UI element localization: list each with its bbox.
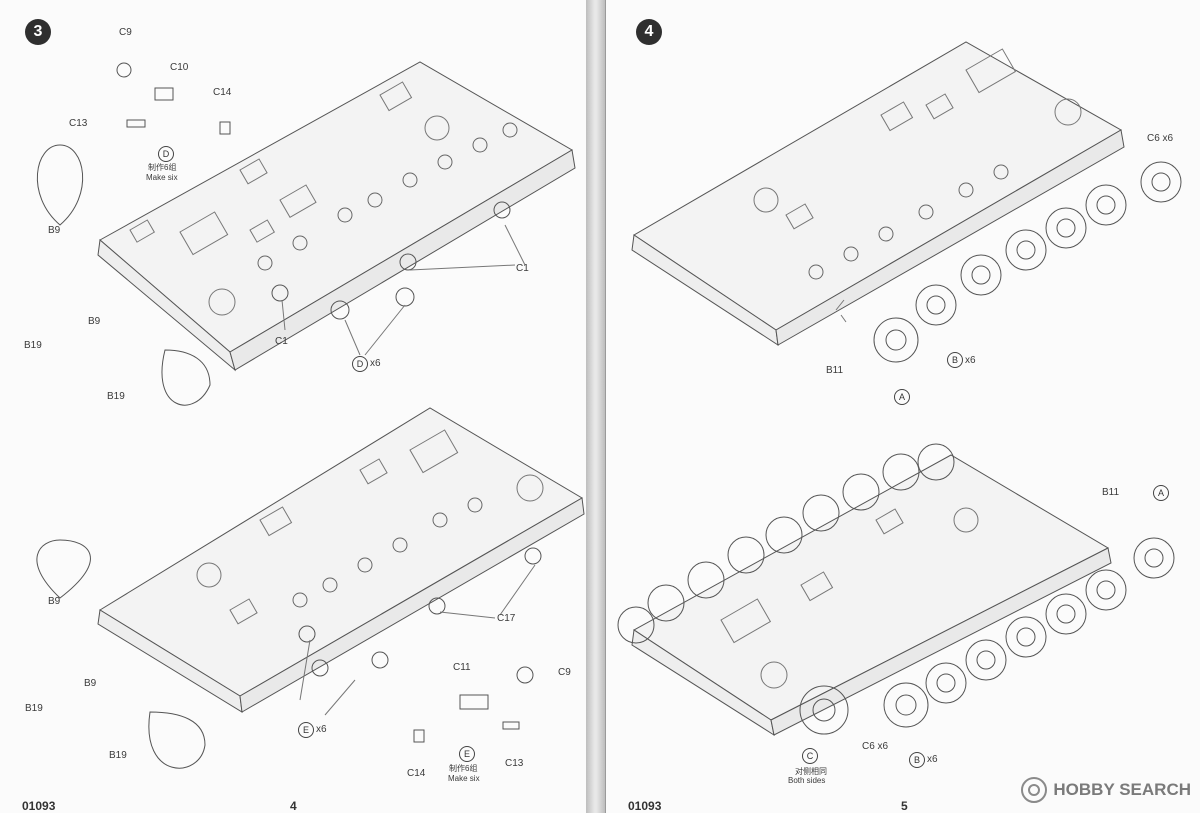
part-label-c1: C1 xyxy=(516,263,529,274)
subassembly-d-marker: D xyxy=(352,356,368,372)
page-number: 5 xyxy=(901,799,908,813)
part-label-c6-x6: C6 x6 xyxy=(1147,133,1174,144)
subassembly-b-marker: B xyxy=(947,352,963,368)
part-label-c10: C10 xyxy=(170,62,189,73)
part-label-b19: B19 xyxy=(25,703,43,714)
book-gutter xyxy=(586,0,605,813)
watermark-logo-icon xyxy=(1021,777,1048,803)
part-label-b9: B9 xyxy=(48,596,61,607)
product-code: 01093 xyxy=(628,799,662,813)
part-label-b9: B9 xyxy=(48,225,61,236)
part-label-b19: B19 xyxy=(109,750,127,761)
make-six-english: Make six xyxy=(146,173,178,182)
quantity-label: x6 xyxy=(965,355,976,366)
step-number-badge: 4 xyxy=(636,19,662,45)
part-label-c14: C14 xyxy=(213,87,232,98)
make-six-chinese: 制作6组 xyxy=(148,163,177,172)
make-six-english: Make six xyxy=(448,774,480,783)
part-label-b9: B9 xyxy=(84,678,97,689)
step-number-badge: 3 xyxy=(25,19,51,45)
quantity-label: x6 xyxy=(316,724,327,735)
hull-assembly-drawing-step3 xyxy=(36,61,585,769)
part-label-c13: C13 xyxy=(69,118,88,129)
part-label-c1: C1 xyxy=(275,336,288,347)
part-label-c6-x6: C6 x6 xyxy=(862,741,889,752)
watermark: HOBBY SEARCH xyxy=(1021,777,1191,803)
subassembly-e-marker: E xyxy=(459,746,475,762)
subassembly-c-marker: C xyxy=(802,748,818,764)
part-label-c17: C17 xyxy=(497,613,516,624)
page-number: 4 xyxy=(290,799,297,813)
part-label-c14: C14 xyxy=(407,768,426,779)
subassembly-a-marker: A xyxy=(1153,485,1169,501)
watermark-text: HOBBY SEARCH xyxy=(1053,780,1191,799)
hull-assembly-drawing-step4 xyxy=(617,41,1182,737)
instruction-page-right: 4 C6 x6 B x6 B11 A B11 A C6 x6 C B x6 对侧… xyxy=(605,0,1200,813)
quantity-label: x6 xyxy=(927,754,938,765)
subassembly-d-marker: D xyxy=(158,146,174,162)
part-label-c9: C9 xyxy=(558,667,571,678)
both-sides-english: Both sides xyxy=(788,776,826,785)
make-six-chinese: 制作6组 xyxy=(449,764,478,773)
instruction-page-left: 3 C9 C10 C14 C13 D 制作6组 Make six B9 C1 B… xyxy=(0,0,587,813)
part-label-b11: B11 xyxy=(1102,487,1120,498)
subassembly-e-marker: E xyxy=(298,722,314,738)
subassembly-b-marker: B xyxy=(909,752,925,768)
part-label-b9: B9 xyxy=(88,316,101,327)
subassembly-a-marker: A xyxy=(894,389,910,405)
part-label-c9: C9 xyxy=(119,27,132,38)
part-label-b11: B11 xyxy=(826,365,844,376)
part-label-c13: C13 xyxy=(505,758,524,769)
quantity-label: x6 xyxy=(370,358,381,369)
part-label-c11: C11 xyxy=(453,662,471,673)
part-label-b19: B19 xyxy=(24,340,42,351)
both-sides-chinese: 对侧相同 xyxy=(795,767,827,776)
product-code: 01093 xyxy=(22,799,56,813)
part-label-b19: B19 xyxy=(107,391,125,402)
